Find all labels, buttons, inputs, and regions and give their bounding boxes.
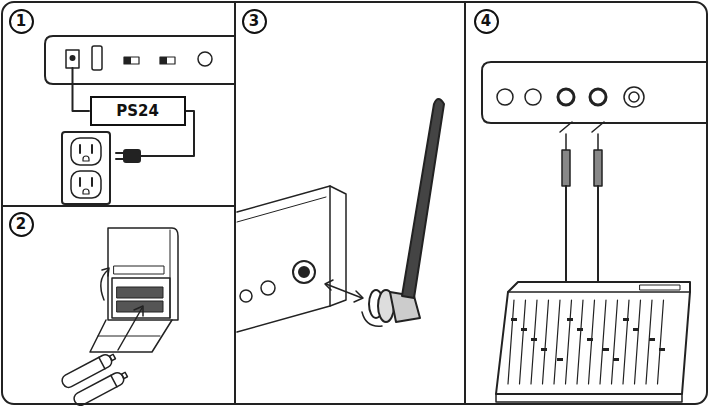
- dc-jack-pin: [70, 55, 76, 61]
- mixer: [496, 282, 690, 394]
- switch: [124, 57, 139, 64]
- fader-strips: [508, 300, 665, 384]
- mixer-base: [496, 394, 682, 402]
- body-edge: [237, 197, 326, 222]
- callout-number: 4: [474, 9, 499, 34]
- callout-number: 2: [9, 212, 34, 237]
- battery: [72, 369, 129, 406]
- phone-plug: [562, 134, 602, 186]
- audio-cable: [597, 186, 599, 282]
- bnc-connector: [293, 261, 315, 283]
- usb-slot: [92, 46, 102, 70]
- node-label: 2: [16, 217, 26, 232]
- jack: [240, 290, 252, 302]
- switch-knob: [124, 57, 131, 64]
- node-label: PS24: [116, 104, 159, 119]
- node-label: 1: [16, 14, 26, 29]
- ground-hole: [83, 156, 89, 194]
- bodypack-body: [108, 228, 178, 320]
- arrow-head: [325, 280, 333, 290]
- callout-number: 1: [9, 9, 34, 34]
- insert-arrow: [118, 308, 142, 350]
- contacts: [114, 266, 164, 274]
- insert-arrow: [592, 122, 604, 132]
- battery-compartment: [112, 278, 170, 318]
- battery-slot: [117, 287, 163, 298]
- callout-number: 3: [242, 9, 267, 34]
- panel-divider: [464, 2, 466, 404]
- phone-jack-inner: [629, 92, 639, 102]
- power-cable: [73, 68, 90, 111]
- phone-jack: [624, 87, 644, 107]
- power-supply-box: PS24: [90, 96, 186, 126]
- receiver-body: [237, 186, 346, 332]
- panel-divider: [234, 2, 236, 404]
- arrow-head: [354, 291, 363, 302]
- arrow-head: [134, 306, 143, 316]
- panel-divider: [2, 205, 235, 207]
- bnc-pin: [299, 267, 309, 277]
- jack: [497, 89, 513, 105]
- battery-door: [90, 320, 172, 352]
- audio-cable: [565, 186, 567, 282]
- switch: [160, 57, 175, 64]
- dc-jack: [66, 50, 79, 68]
- jack: [525, 89, 541, 105]
- node-label: 3: [249, 14, 259, 29]
- insert-arrow: [560, 122, 572, 132]
- receiver-rear: [482, 62, 707, 123]
- door-edge: [98, 336, 160, 337]
- battery: [60, 351, 117, 390]
- turn-arrow: [362, 312, 382, 326]
- plug-prong: [116, 158, 124, 160]
- arrow-head: [102, 268, 109, 276]
- jack: [261, 281, 275, 295]
- node-label: 4: [481, 14, 491, 29]
- output-jack: [198, 52, 212, 66]
- plug-prong: [116, 152, 124, 154]
- output-jack: [590, 89, 606, 105]
- wall-outlet: [62, 132, 110, 204]
- antenna-rod: [402, 99, 444, 298]
- switch-knob: [160, 57, 167, 64]
- mixer-display: [640, 285, 680, 290]
- door-arrow: [101, 270, 108, 300]
- power-plug: [124, 150, 140, 162]
- output-jack: [558, 89, 574, 105]
- mixer-edge: [508, 291, 690, 293]
